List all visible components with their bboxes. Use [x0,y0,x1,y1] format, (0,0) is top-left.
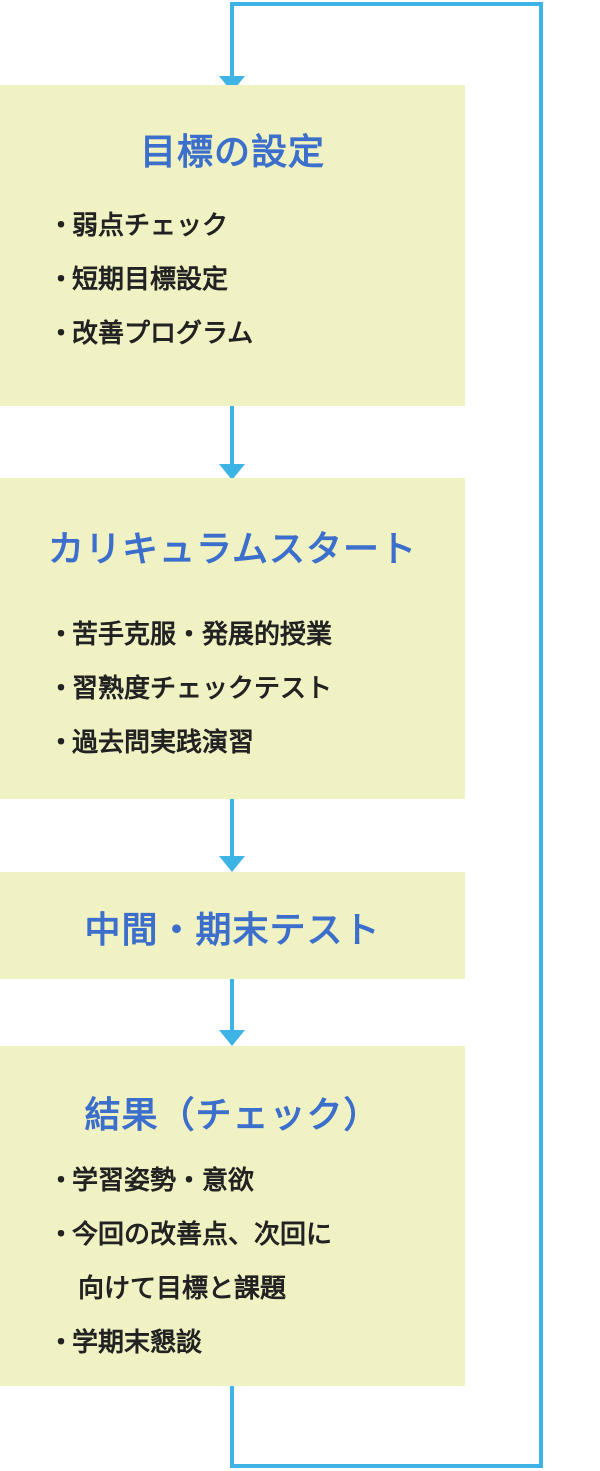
list-item: ・ 過去問実践演習 [48,722,332,758]
step-item-list: ・ 弱点チェック ・ 短期目標設定 ・ 改善プログラム [48,205,253,349]
item-text: 学習姿勢・意欲 [72,1165,255,1196]
item-text: 習熟度チェックテスト [72,673,333,704]
bullet-icon: ・ [48,318,75,349]
bullet-icon: ・ [48,1165,75,1196]
bullet-icon: ・ [48,1219,75,1250]
bullet-icon: ・ [48,264,75,295]
bullet-icon: ・ [48,210,75,241]
bullet-icon: ・ [48,727,75,758]
step-title: 中間・期末テスト [84,910,381,951]
step-title: カリキュラムスタート [48,529,417,570]
step-box-curriculum-start: カリキュラムスタート ・ 苦手克服・発展的授業 ・ 習熟度チェックテスト ・ 過… [0,478,465,799]
arrowhead-icon [219,1030,245,1046]
item-text: 改善プログラム [72,318,254,349]
loop-connector [230,2,543,1468]
item-text: 過去問実践演習 [72,727,255,758]
list-item: ・ 今回の改善点、次回に [48,1214,332,1250]
step-title: 結果（チェック） [84,1095,381,1136]
arrowhead-icon [219,464,245,480]
item-text: 短期目標設定 [72,264,229,295]
list-item: ・ 学期末懇談 [48,1322,332,1358]
arrowhead-icon [219,856,245,872]
item-text: 向けて目標と課題 [78,1273,287,1304]
item-text: 学期末懇談 [72,1327,203,1358]
step-item-list: ・ 苦手克服・発展的授業 ・ 習熟度チェックテスト ・ 過去問実践演習 [48,614,332,758]
list-item: ・ 学習姿勢・意欲 [48,1160,332,1196]
step-box-results-check: 結果（チェック） ・ 学習姿勢・意欲 ・ 今回の改善点、次回に 向けて目標と課題… [0,1046,465,1386]
list-item: ・ 苦手克服・発展的授業 [48,614,332,650]
list-item-continuation: 向けて目標と課題 [48,1268,332,1304]
list-item: ・ 弱点チェック [48,205,253,241]
list-item: ・ 改善プログラム [48,313,253,349]
item-text: 苦手克服・発展的授業 [72,619,333,650]
item-text: 今回の改善点、次回に [72,1219,333,1250]
arrowhead-icon [219,76,245,92]
bullet-icon: ・ [48,1327,75,1358]
list-item: ・ 短期目標設定 [48,259,253,295]
step-item-list: ・ 学習姿勢・意欲 ・ 今回の改善点、次回に 向けて目標と課題 ・ 学期末懇談 [48,1160,332,1358]
bullet-icon: ・ [48,619,75,650]
list-item: ・ 習熟度チェックテスト [48,668,332,704]
item-text: 弱点チェック [72,210,229,241]
step-box-goal-setting: 目標の設定 ・ 弱点チェック ・ 短期目標設定 ・ 改善プログラム [0,85,465,406]
bullet-icon: ・ [48,673,75,704]
step-title: 目標の設定 [139,132,325,173]
step-box-midterm-final-test: 中間・期末テスト [0,872,465,979]
